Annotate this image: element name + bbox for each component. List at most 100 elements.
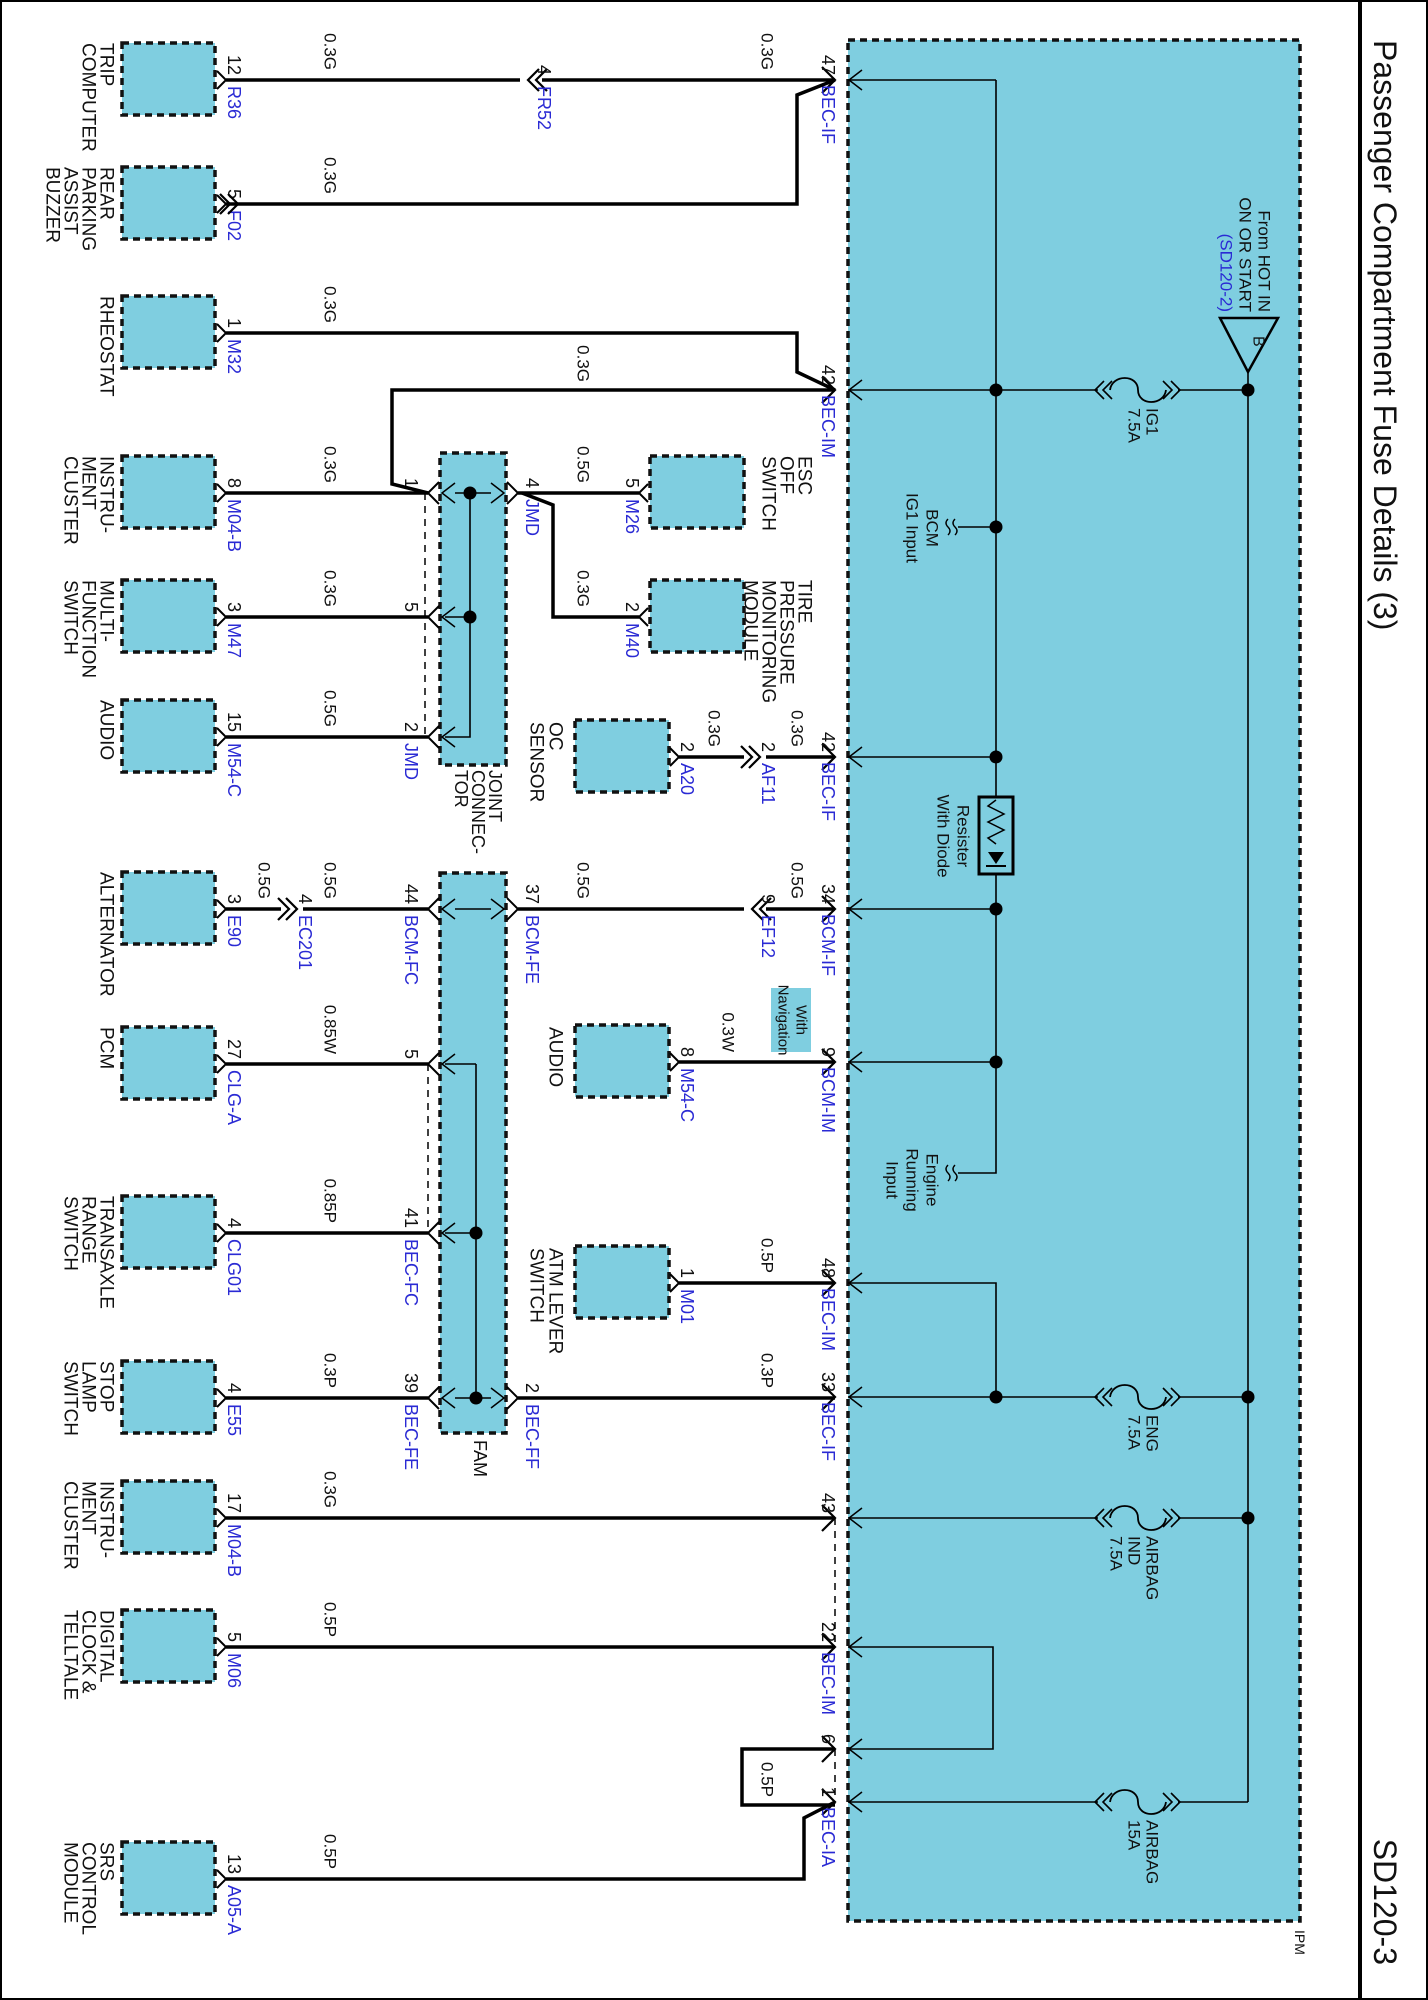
fuse-terminal-icon	[1093, 1508, 1105, 1528]
component-name: SENSOR	[526, 722, 547, 802]
male-connector-icon	[227, 193, 240, 215]
source-text: From HOT IN	[1255, 210, 1274, 312]
splice-dot	[1241, 383, 1255, 397]
wire	[521, 491, 639, 619]
component-name: CLUSTER	[60, 456, 81, 545]
fuse-label: 15A	[1125, 1820, 1144, 1851]
component-connector: R36	[224, 86, 244, 119]
component-name: PCM	[96, 1027, 117, 1069]
joint-pin-number: 4	[522, 478, 542, 488]
ipm-pin-connector: BEC-IF	[818, 85, 838, 144]
splice-dot	[469, 1226, 483, 1240]
component-connector: M01	[677, 1289, 697, 1324]
component-name: PRESSURE	[776, 580, 797, 685]
ipm-pin-number: 1	[818, 1787, 838, 1797]
ipm-pin-number: 34	[818, 884, 838, 904]
pin-arrow-icon	[440, 606, 456, 628]
ipm-pin-connector: BEC-IM	[818, 395, 838, 458]
component-name: SWITCH	[60, 1361, 81, 1436]
component-name: STOP	[96, 1361, 117, 1412]
fam-pin-number: 41	[401, 1208, 421, 1228]
component-pin-number: 15	[224, 712, 244, 732]
ipm-pin-number: 42	[818, 365, 838, 385]
fuse-terminal-icon	[1170, 1387, 1182, 1407]
component-connector: CLG-A	[224, 1070, 244, 1125]
page-id: SD120-3	[1367, 1839, 1403, 1965]
engine-running-input-label: Engine	[923, 1154, 942, 1207]
fam-pin-connector: BCM-FC	[401, 915, 421, 985]
component-pin-number: 8	[677, 1047, 697, 1057]
component-name: AUDIO	[545, 1027, 566, 1087]
wire-spec-label: 0.3G	[574, 570, 593, 607]
component-pin-number: 8	[224, 478, 244, 488]
component-connector: A20	[677, 763, 697, 795]
resister-label: Resister	[954, 805, 973, 868]
inline-connector-male-icon	[740, 745, 754, 769]
component-connector: CLG01	[224, 1239, 244, 1296]
wire-spec-label: 0.85W	[321, 1005, 340, 1054]
inline-connector-female-icon	[758, 897, 772, 921]
splice-dot	[1241, 1390, 1255, 1404]
inline-connector-male-icon	[277, 897, 291, 921]
source-ref-link[interactable]: (SD120-2)	[1217, 234, 1236, 312]
fuse-label: 7.5A	[1125, 408, 1144, 444]
component-name: ESC	[794, 456, 815, 495]
component-pin-number: 2	[677, 742, 697, 752]
inline-connector-pin: 9	[758, 894, 778, 904]
fuse-terminal-icon	[1170, 1792, 1182, 1812]
fuse-label: 7.5A	[1107, 1536, 1126, 1572]
component-name: COMPUTER	[78, 43, 99, 152]
inline-connector-name: EC201	[295, 915, 315, 970]
component-connector: E55	[224, 1404, 244, 1436]
fam-label: FAM	[470, 1440, 490, 1477]
fam-pin-number: 39	[401, 1373, 421, 1393]
fam-pin-connector: BEC-FF	[522, 1404, 542, 1469]
wire-spec-label: 0.85P	[321, 1179, 340, 1223]
component-name: CLOCK &	[78, 1610, 99, 1694]
engine-running-input-label: Input	[883, 1161, 902, 1199]
inline-connector-male-icon	[748, 745, 762, 769]
joint-connector-label: TOR	[451, 770, 471, 808]
internal-wire	[848, 1646, 994, 1750]
component-pin-number: 2	[622, 602, 642, 612]
component-box	[120, 1608, 217, 1684]
component-pin-number: 27	[224, 1039, 244, 1059]
fuse-label: AIRBAG	[1143, 1536, 1162, 1600]
ipm-pin-number: 22	[818, 1622, 838, 1642]
joint-pin-number: 5	[401, 602, 421, 612]
ipm-pin-number: 9	[818, 1047, 838, 1057]
component-name: TIRE	[794, 580, 815, 623]
component-box	[120, 1025, 217, 1101]
component-box	[120, 578, 217, 654]
pin-arrow-icon	[440, 1222, 456, 1244]
component-name: MODULE	[60, 1842, 81, 1923]
fuse-terminal-icon	[1101, 1792, 1113, 1812]
inline-connector-name: FR52	[534, 86, 554, 130]
component-pin-number: 4	[224, 1218, 244, 1228]
fuse-terminal-icon	[1101, 380, 1113, 400]
component-name: PARKING	[78, 167, 99, 251]
component-pin-number: 13	[224, 1854, 244, 1874]
option-note-box	[771, 988, 811, 1052]
wire	[740, 1747, 835, 1807]
component-name: REAR	[96, 167, 117, 220]
splice-dot	[463, 610, 477, 624]
splice-dot	[989, 383, 1003, 397]
component-name: TELLTALE	[60, 1610, 81, 1700]
ipm-pin-connector: BEC-IM	[818, 1652, 838, 1715]
component-name: BUZZER	[42, 167, 63, 243]
component-box	[120, 870, 217, 946]
component-connector: M54-C	[224, 743, 244, 797]
splice-dot	[989, 750, 1003, 764]
wire-spec-label: 0.5G	[321, 690, 340, 727]
component-name: CONTROL	[78, 1842, 99, 1935]
fam-pin-number: 2	[522, 1383, 542, 1393]
ipm-module	[846, 38, 1302, 1923]
wire-spec-label: 0.5G	[788, 862, 807, 899]
joint-pin-number: 2	[401, 722, 421, 732]
component-name: AUDIO	[96, 700, 117, 760]
component-box	[120, 294, 217, 370]
bcm-ig1-input-label: BCM	[923, 509, 942, 547]
inline-connector-female-icon	[750, 897, 764, 921]
ipm-pin-connector: BEC-IF	[818, 762, 838, 821]
